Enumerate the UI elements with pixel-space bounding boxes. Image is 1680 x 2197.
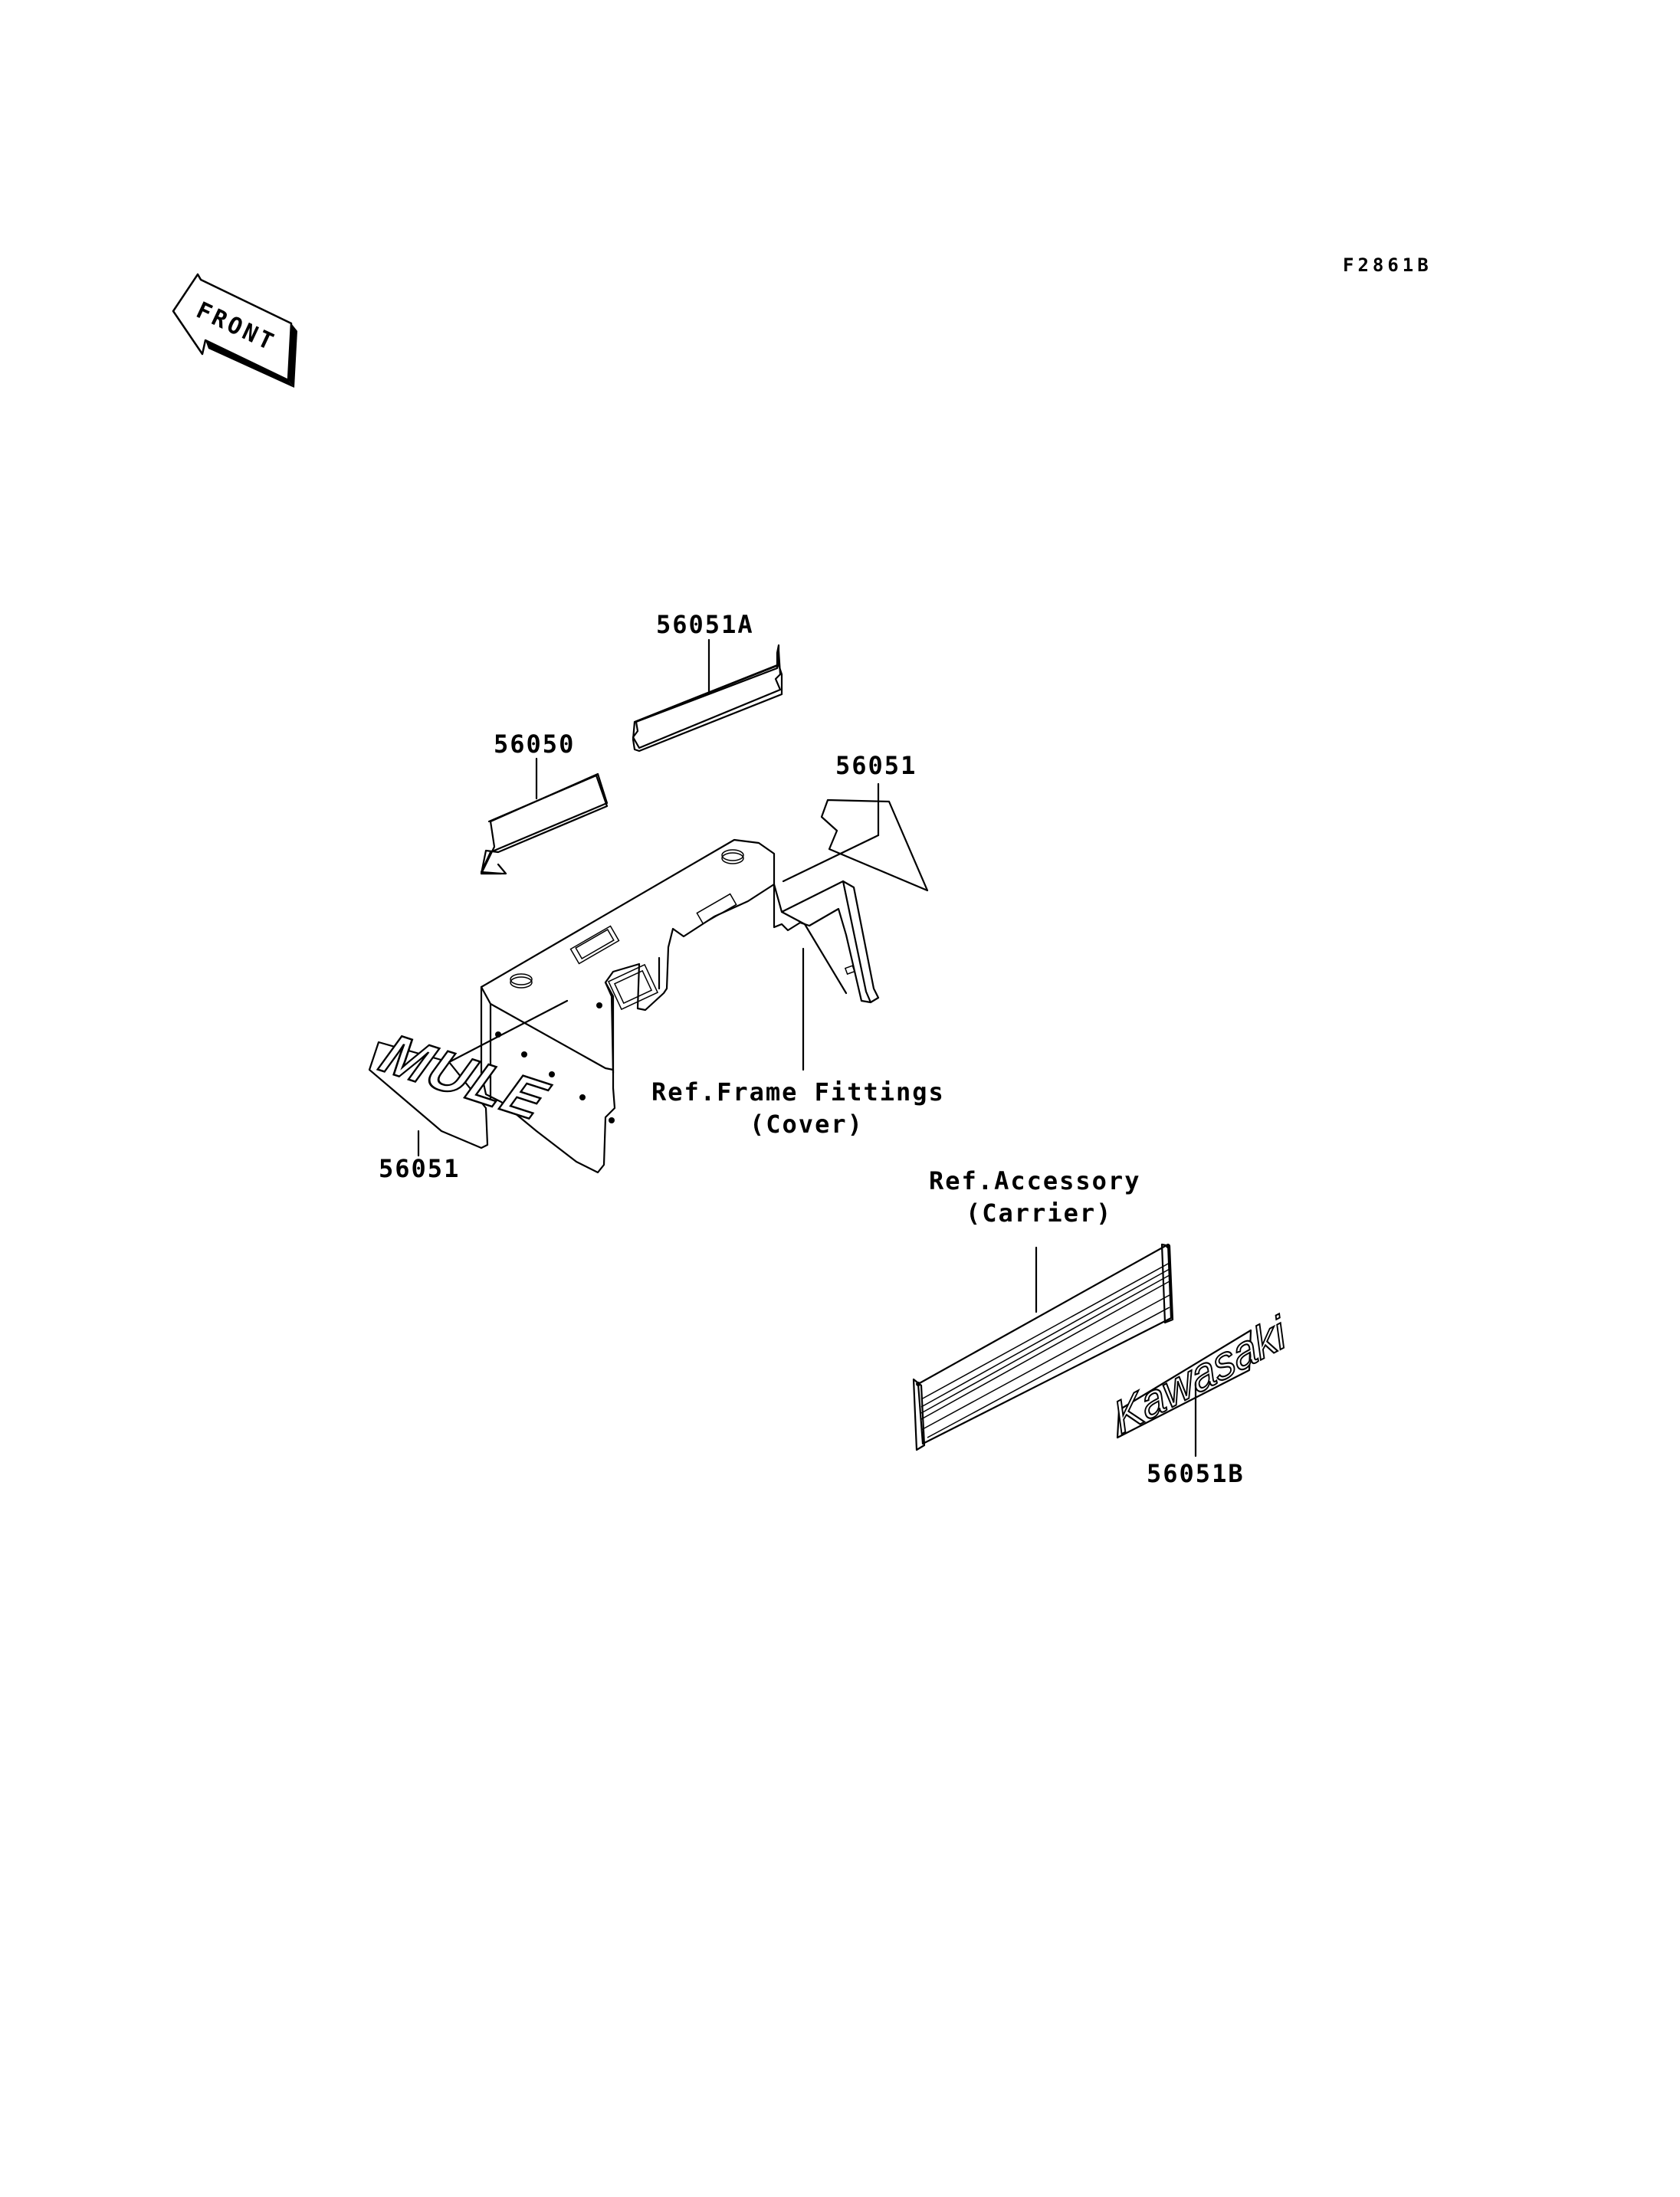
- label-56051a: 56051A: [656, 610, 754, 639]
- sticker-56050: [480, 772, 609, 875]
- label-56050: 56050: [494, 730, 575, 759]
- leader-mule-to-body: [448, 999, 569, 1064]
- figure-code: F2861B: [1343, 254, 1432, 276]
- label-ref-accessory-line1: Ref.Accessory: [929, 1166, 1140, 1195]
- label-ref-frame-line1: Ref.Frame Fittings: [651, 1077, 945, 1107]
- label-ref-accessory-line2: (Carrier): [966, 1199, 1112, 1228]
- leader-56051-right-2: [782, 834, 880, 883]
- label-56051-right: 56051: [835, 751, 917, 780]
- frame-side-bracket: [773, 880, 880, 1004]
- frame-cover-body: [480, 838, 776, 1174]
- front-direction-arrow-icon: FRONT: [172, 273, 297, 388]
- label-56051b: 56051B: [1147, 1459, 1245, 1488]
- sticker-56051-right: [820, 798, 929, 892]
- label-56051-left: 56051: [379, 1154, 460, 1183]
- carrier-panel: [912, 1243, 1174, 1451]
- label-ref-frame-line2: (Cover): [750, 1110, 864, 1139]
- sticker-56051a: [632, 644, 783, 753]
